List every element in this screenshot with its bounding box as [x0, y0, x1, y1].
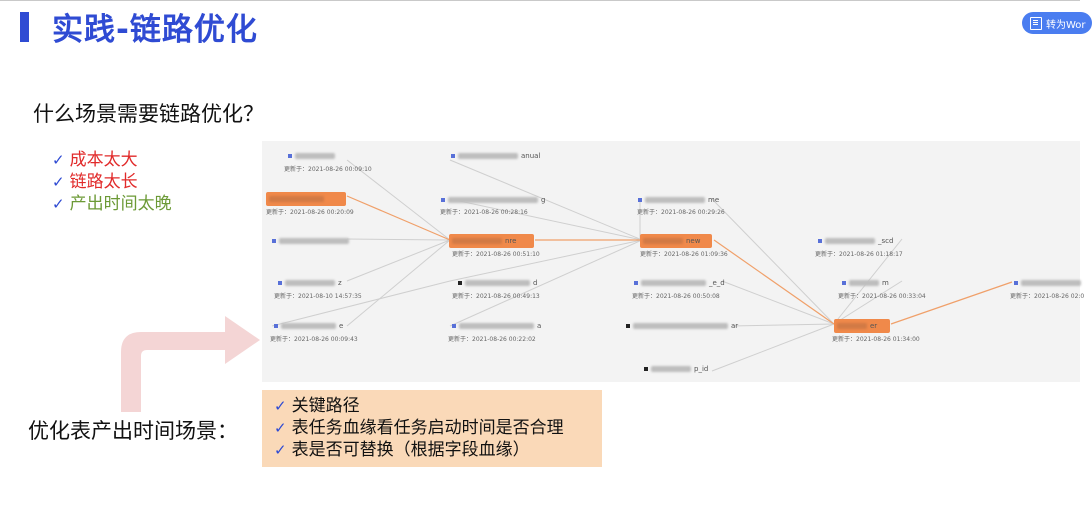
scene-text: 关键路径 — [291, 396, 360, 416]
node-timestamp: 更新于：2021-08-26 00:20:09 — [266, 209, 354, 216]
lineage-node — [284, 149, 338, 163]
lineage-node: z — [274, 276, 342, 290]
document-icon — [1030, 16, 1042, 30]
lineage-node-highlighted: new — [640, 234, 712, 248]
check-icon: ✓ — [274, 441, 287, 459]
lineage-node: e — [270, 319, 343, 333]
node-timestamp: 更新于：2021-08-26 00:50:08 — [632, 293, 720, 300]
node-timestamp: 更新于：2021-08-26 00:49:13 — [452, 293, 540, 300]
node-timestamp: 更新于：2021-08-26 00:09:43 — [270, 336, 358, 343]
node-timestamp: 更新于：2021-08-26 00:28:16 — [440, 209, 528, 216]
check-icon: ✓ — [274, 397, 287, 415]
lineage-node: _scd — [814, 234, 893, 248]
reason-text: 链路太长 — [69, 172, 138, 192]
scene-item: ✓表是否可替换（根据字段血缘） — [274, 439, 602, 461]
curved-arrow-graphic — [121, 316, 260, 412]
lineage-node-highlighted: nre — [449, 234, 534, 248]
convert-to-word-button[interactable]: 转为Wor — [1022, 12, 1092, 34]
lineage-node-highlighted — [266, 192, 346, 206]
lineage-node: ar — [622, 319, 738, 333]
scene-text: 表任务血缘看任务启动时间是否合理 — [291, 418, 564, 438]
reason-text: 成本太大 — [69, 150, 138, 170]
lineage-node: m — [838, 276, 889, 290]
node-timestamp: 更新于：2021-08-26 00:51:10 — [452, 251, 540, 258]
reason-item: ✓成本太大 — [52, 149, 172, 171]
convert-button-label: 转为Wor — [1046, 19, 1086, 31]
slide-title: 实践-链路优化 — [52, 12, 258, 48]
node-timestamp: 更新于：2021-08-26 02:0 — [1010, 293, 1085, 300]
check-icon: ✓ — [52, 195, 65, 213]
lineage-node: anual — [447, 149, 540, 163]
check-icon: ✓ — [52, 173, 65, 191]
lineage-node: _e_d — [630, 276, 725, 290]
scene-item: ✓关键路径 — [274, 395, 602, 417]
top-divider — [0, 0, 1080, 1]
lineage-node: g — [437, 193, 545, 207]
node-timestamp: 更新于：2021-08-10 14:57:35 — [274, 293, 362, 300]
reason-item: ✓链路太长 — [52, 171, 172, 193]
scene-heading: 优化表产出时间场景： — [28, 419, 238, 443]
lineage-node — [1010, 276, 1084, 290]
check-icon: ✓ — [52, 151, 65, 169]
lineage-node: p_id — [640, 362, 708, 376]
node-timestamp: 更新于：2021-08-26 01:18:17 — [815, 251, 903, 258]
lineage-node: a — [448, 319, 541, 333]
reason-list: ✓成本太大 ✓链路太长 ✓产出时间太晚 — [52, 149, 172, 215]
scene-item: ✓表任务血缘看任务启动时间是否合理 — [274, 417, 602, 439]
question-heading: 什么场景需要链路优化？ — [33, 102, 264, 126]
lineage-node: me — [634, 193, 719, 207]
check-icon: ✓ — [274, 419, 287, 437]
lineage-graph-screenshot: 更新于：2021-08-26 00:09:10 anual 更新于：2021-0… — [262, 141, 1084, 382]
node-timestamp: 更新于：2021-08-26 00:29:26 — [637, 209, 725, 216]
node-timestamp: 更新于：2021-08-26 00:09:10 — [284, 166, 372, 173]
node-timestamp: 更新于：2021-08-26 00:22:02 — [448, 336, 536, 343]
reason-text: 产出时间太晚 — [69, 194, 172, 214]
lineage-node — [268, 234, 352, 248]
node-timestamp: 更新于：2021-08-26 01:09:36 — [640, 251, 728, 258]
lineage-edges — [271, 159, 1013, 372]
scene-list-box: ✓关键路径 ✓表任务血缘看任务启动时间是否合理 ✓表是否可替换（根据字段血缘） — [262, 390, 602, 467]
reason-item: ✓产出时间太晚 — [52, 193, 172, 215]
node-timestamp: 更新于：2021-08-26 00:33:04 — [838, 293, 926, 300]
lineage-node-highlighted: er — [834, 319, 890, 333]
lineage-node: d — [454, 276, 537, 290]
scene-text: 表是否可替换（根据字段血缘） — [291, 440, 530, 460]
node-timestamp: 更新于：2021-08-26 01:34:00 — [832, 336, 920, 343]
title-accent-bar — [20, 12, 29, 42]
